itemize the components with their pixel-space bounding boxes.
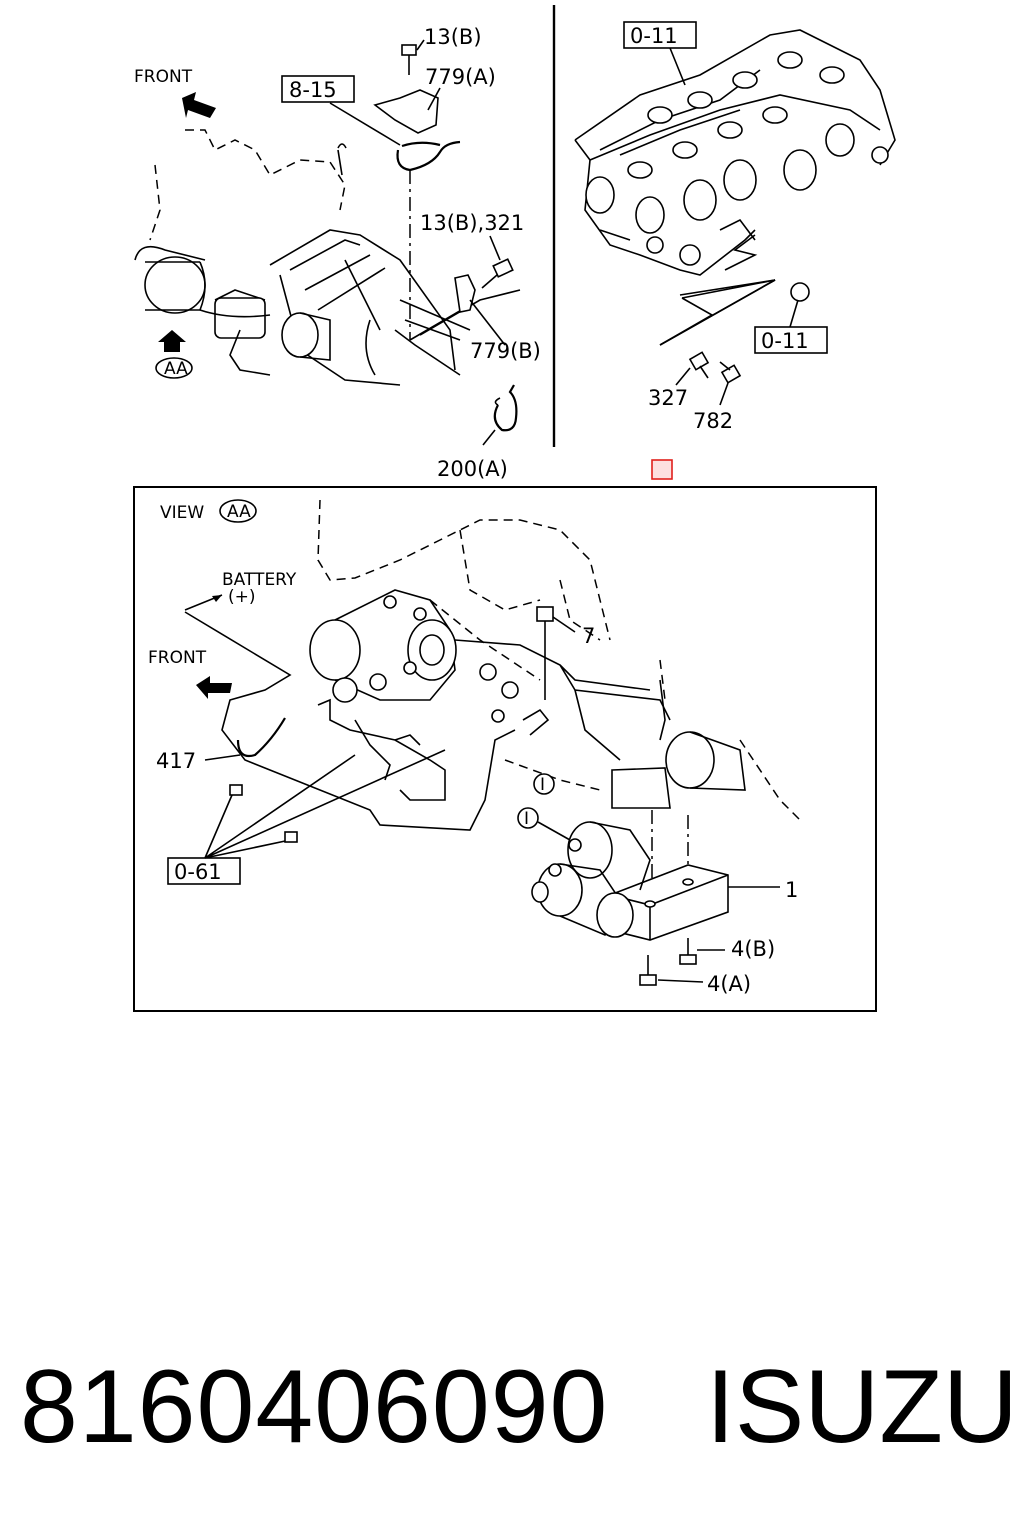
view-aa-frame — [133, 486, 877, 1012]
part-4b-label: 4(B) — [731, 937, 775, 961]
ref-box-0-61 — [167, 857, 241, 885]
battery-plus-label: (+) — [228, 587, 256, 607]
view-aa-marker: AA — [164, 359, 188, 379]
transmission-drawing — [134, 129, 521, 386]
view-label: VIEW — [160, 503, 204, 523]
bolt-321-icon — [481, 258, 514, 289]
ref-8-15: 8-15 — [289, 78, 337, 102]
part-417-label: 417 — [156, 749, 196, 773]
view-aa-ring — [219, 499, 257, 523]
front-label-top: FRONT — [134, 67, 193, 87]
view-arrow-icon — [158, 330, 186, 352]
bolt-4a-icon — [639, 955, 657, 986]
bracket-779b-icon — [454, 274, 476, 313]
part-13b-321-label: 13(B),321 — [420, 211, 524, 235]
callout-i-2-text: I — [524, 809, 529, 829]
part-779a-label: 779(A) — [425, 65, 496, 89]
bolt-4b-icon — [679, 938, 697, 965]
ref-0-61: 0-61 — [174, 860, 222, 884]
bolt-0-61-icon — [229, 784, 298, 843]
battery-cable — [184, 611, 516, 831]
starter-motor-drawing — [531, 810, 729, 941]
tie-417-icon — [236, 717, 286, 758]
plug-icon — [790, 282, 810, 302]
ref-box-0-11-top — [623, 21, 697, 49]
part-4a-label: 4(A) — [707, 972, 751, 996]
ref-0-11-top: 0-11 — [630, 24, 678, 48]
part-1-label: 1 — [785, 878, 798, 902]
part-13b-label: 13(B) — [424, 25, 482, 49]
callout-i-1 — [533, 773, 555, 795]
callout-i-1-text: I — [540, 775, 545, 795]
view-aa-label: AA — [227, 502, 251, 522]
bolt-782-icon — [719, 361, 742, 384]
cylinder-head-drawing — [574, 29, 896, 276]
clip-200a-icon — [493, 384, 518, 432]
part-7-label: 7 — [582, 624, 595, 648]
front-label-bottom: FRONT — [148, 648, 207, 668]
bracket-779a-icon — [373, 89, 439, 134]
ref-box-0-11-mid — [754, 326, 828, 354]
callout-i-2 — [517, 807, 539, 829]
nut-7-icon — [536, 606, 554, 700]
brand-name: ISUZU — [706, 1349, 1018, 1465]
bolt-13b-icon — [401, 44, 417, 75]
part-782-label: 782 — [693, 409, 733, 433]
view-aa-marker-ring — [155, 357, 193, 379]
part-200a-label: 200(A) — [437, 457, 508, 481]
battery-label: BATTERY — [222, 570, 297, 590]
ref-box-8-15 — [281, 75, 355, 103]
part-number: 8160406090 — [20, 1349, 609, 1465]
front-arrow-bottom-icon — [196, 676, 232, 699]
ref-0-11-mid: 0-11 — [761, 329, 809, 353]
clamp-band-icon — [396, 140, 461, 172]
highlight-marker — [651, 459, 673, 480]
sensor-327-icon — [688, 351, 710, 379]
starter-installed-drawing — [309, 589, 746, 809]
part-779b-label: 779(B) — [470, 339, 541, 363]
front-arrow-icon — [182, 92, 216, 118]
part-327-label: 327 — [648, 386, 688, 410]
